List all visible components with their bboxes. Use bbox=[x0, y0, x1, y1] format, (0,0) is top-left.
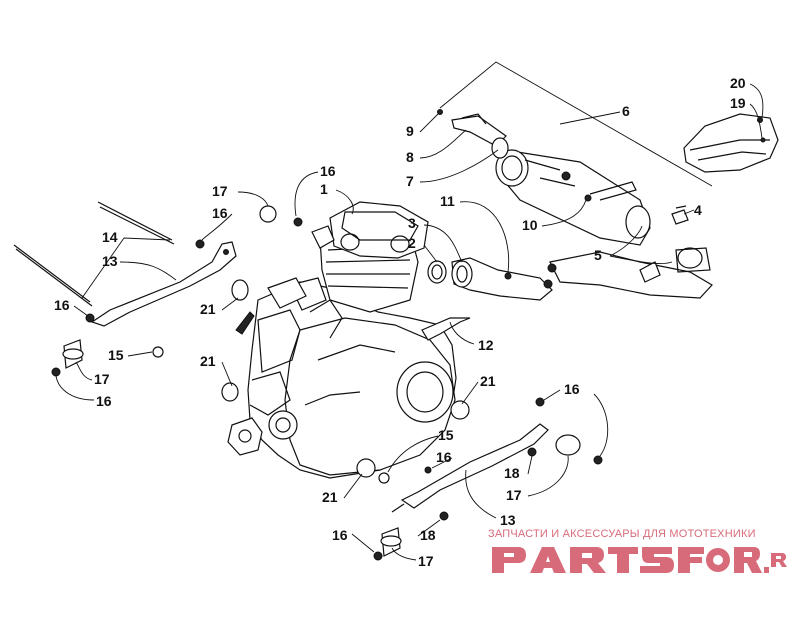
callout-17-right: 17 bbox=[506, 487, 522, 503]
callout-16-top: 16 bbox=[320, 163, 336, 179]
engine-assembly bbox=[227, 201, 457, 479]
callout-16-mid: 16 bbox=[436, 449, 452, 465]
heat-shield-12 bbox=[421, 317, 471, 341]
bushings-15 bbox=[152, 346, 390, 484]
callout-18-right: 18 bbox=[504, 465, 520, 481]
isolators bbox=[62, 339, 402, 557]
mount-bracket-right-13 bbox=[391, 423, 549, 513]
callout-16-bottom: 16 bbox=[332, 527, 348, 543]
callout-17-left: 17 bbox=[94, 371, 110, 387]
mount-bracket-left-13 bbox=[90, 241, 237, 327]
callout-16-right: 16 bbox=[564, 381, 580, 397]
callout-2: 2 bbox=[408, 235, 416, 251]
callout-15-left: 15 bbox=[108, 347, 124, 363]
watermark-caption: ЗАПЧАСТИ И АКСЕССУАРЫ ДЛЯ МОТОТЕХНИКИ bbox=[488, 528, 756, 540]
watermark-logo bbox=[492, 547, 787, 573]
callout-16-top-left: 16 bbox=[212, 205, 228, 221]
callout-1: 1 bbox=[320, 181, 328, 197]
callout-11: 11 bbox=[440, 193, 455, 209]
callout-16-lower-left: 16 bbox=[96, 393, 112, 409]
callout-12: 12 bbox=[478, 337, 494, 353]
muffler-6 bbox=[495, 149, 651, 246]
callout-7: 7 bbox=[406, 173, 414, 189]
callout-21-right: 21 bbox=[480, 373, 496, 389]
callout-19: 19 bbox=[730, 95, 746, 111]
through-bolts-14 bbox=[13, 201, 175, 307]
callout-21-lower: 21 bbox=[322, 489, 338, 505]
callout-10: 10 bbox=[522, 217, 538, 233]
exhaust-gasket-2 bbox=[427, 260, 447, 284]
callout-labels: 1 2 3 4 5 6 7 8 9 10 11 12 13 13 14 15 1… bbox=[54, 75, 746, 569]
callout-3: 3 bbox=[408, 215, 416, 231]
header-pipe-3 bbox=[451, 257, 553, 301]
callout-18-bottom: 18 bbox=[420, 527, 436, 543]
callout-6: 6 bbox=[622, 103, 630, 119]
spacers-21 bbox=[221, 279, 470, 478]
spark-arrestor-8 bbox=[437, 109, 507, 147]
callout-13-left: 13 bbox=[102, 253, 118, 269]
callout-21-upper-left: 21 bbox=[200, 301, 216, 317]
callout-17-bottom: 17 bbox=[418, 553, 434, 569]
callout-14: 14 bbox=[102, 229, 118, 245]
callout-16-left: 16 bbox=[54, 297, 70, 313]
callout-15-right: 15 bbox=[438, 427, 454, 443]
exhaust-system bbox=[421, 109, 779, 341]
connecting-pipe-5 bbox=[547, 247, 713, 299]
callout-21-mid-left: 21 bbox=[200, 353, 216, 369]
callout-4: 4 bbox=[694, 202, 702, 218]
heat-shield-19 bbox=[683, 113, 779, 173]
callout-20: 20 bbox=[730, 75, 746, 91]
gasket-7 bbox=[491, 137, 509, 159]
callout-5: 5 bbox=[594, 247, 602, 263]
clamp-4 bbox=[671, 205, 689, 225]
callout-17-top: 17 bbox=[212, 183, 228, 199]
callout-13-right: 13 bbox=[500, 512, 516, 528]
callout-9: 9 bbox=[406, 123, 414, 139]
callout-8: 8 bbox=[406, 149, 414, 165]
leader-lines bbox=[55, 61, 764, 561]
washers-17 bbox=[259, 205, 581, 456]
